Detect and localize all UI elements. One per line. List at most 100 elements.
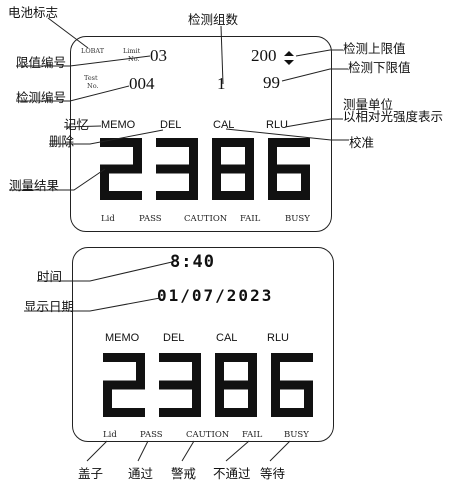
segment-g	[100, 164, 142, 174]
digit-2	[100, 138, 142, 200]
segment-b	[248, 353, 257, 385]
test-no-value: 004	[129, 74, 155, 93]
segment-a	[268, 138, 310, 147]
digit-2	[103, 353, 145, 417]
segment-e	[268, 169, 277, 200]
callout-lower-limit: 检测下限值	[348, 60, 411, 75]
callout-unit-line2: 以相对光强度表示	[343, 109, 444, 124]
callout-battery: 电池标志	[8, 5, 59, 20]
callout-fail: 不通过	[213, 466, 251, 481]
mode-cal-2: CAL	[216, 332, 238, 344]
lcd-display-secondary	[72, 247, 334, 442]
segment-b	[192, 353, 201, 385]
segment-a	[156, 138, 198, 147]
segment-a	[212, 138, 254, 147]
digit-8	[212, 138, 254, 200]
mode-memo-2: MEMO	[105, 332, 140, 344]
digit-3	[159, 353, 201, 417]
leader-busy	[269, 440, 291, 462]
callout-memory: 记忆	[64, 117, 90, 132]
mode-memo: MEMO	[101, 119, 136, 131]
callout-group-count: 检测组数	[188, 12, 239, 27]
callout-busy: 等待	[260, 466, 286, 481]
status-lid: Lid	[101, 214, 115, 224]
segment-d	[100, 191, 142, 200]
callout-limit-no: 限值编号	[16, 55, 67, 70]
status-pass-2: PASS	[140, 430, 163, 440]
mode-rlu: RLU	[266, 119, 289, 131]
segment-c	[304, 385, 313, 417]
segment-b	[189, 138, 198, 169]
segment-d	[159, 408, 201, 417]
segment-c	[245, 169, 254, 200]
digit-8	[215, 353, 257, 417]
callout-result: 测量结果	[9, 178, 60, 193]
callout-calibrate: 校准	[349, 135, 375, 150]
segment-e	[212, 169, 221, 200]
segment-d	[268, 191, 310, 200]
segment-g	[268, 164, 310, 174]
segment-d	[212, 191, 254, 200]
status-busy-2: BUSY	[284, 430, 309, 440]
segment-a	[103, 353, 145, 362]
lower-limit-value: 99	[263, 73, 280, 92]
segment-g	[159, 380, 201, 390]
group-count-value: 1	[217, 74, 226, 93]
lobat-indicator: LOBAT	[81, 47, 105, 55]
callout-delete: 删除	[49, 134, 75, 149]
segment-g	[215, 380, 257, 390]
leader-fail	[225, 440, 250, 462]
segment-c	[192, 385, 201, 417]
segment-e	[271, 385, 280, 417]
segment-f	[212, 138, 221, 169]
time-display: 8:40	[170, 252, 215, 272]
callout-date: 显示日期	[24, 299, 75, 314]
status-busy: BUSY	[285, 214, 310, 224]
leader-lid	[86, 440, 108, 462]
date-display: 01/07/2023	[157, 286, 274, 305]
segment-b	[133, 138, 142, 169]
limit-no-value: 03	[150, 46, 167, 65]
segment-e	[215, 385, 224, 417]
segment-a	[271, 353, 313, 362]
segment-c	[189, 169, 198, 200]
mode-rlu-2: RLU	[267, 332, 290, 344]
callout-lid: 盖子	[78, 466, 104, 481]
segment-d	[271, 408, 313, 417]
segment-d	[156, 191, 198, 200]
limit-no-label-line2: No.	[128, 55, 140, 63]
callout-unit-line1: 测量单位	[343, 97, 394, 112]
digit-6	[268, 138, 310, 200]
segment-a	[215, 353, 257, 362]
mode-cal: CAL	[213, 119, 235, 131]
test-no-label-line2: No.	[87, 82, 99, 90]
callout-caution: 警戒	[171, 466, 197, 481]
status-fail-2: FAIL	[242, 430, 263, 440]
callout-time: 时间	[37, 269, 63, 284]
mode-del-2: DEL	[163, 332, 185, 344]
segment-d	[215, 408, 257, 417]
segment-e	[103, 385, 112, 417]
leader-caution	[181, 440, 195, 462]
limit-no-label-line1: Limit	[123, 47, 141, 55]
segment-g	[103, 380, 145, 390]
measurement-reading-digits	[100, 138, 310, 200]
segment-g	[271, 380, 313, 390]
mode-del: DEL	[160, 119, 182, 131]
upper-limit-value: 200	[251, 46, 277, 65]
up-down-arrows-icon	[283, 50, 295, 69]
callout-upper-limit: 检测上限值	[343, 41, 406, 56]
segment-g	[212, 164, 254, 174]
segment-f	[215, 353, 224, 385]
segment-d	[103, 408, 145, 417]
segment-f	[268, 138, 277, 169]
segment-b	[245, 138, 254, 169]
limit-no-label: Limit No.	[123, 47, 140, 63]
segment-g	[156, 164, 198, 174]
callout-test-no: 检测编号	[16, 90, 67, 105]
status-pass: PASS	[139, 214, 162, 224]
digit-6	[271, 353, 313, 417]
measurement-reading-digits-2	[103, 353, 313, 417]
digit-3	[156, 138, 198, 200]
segment-c	[248, 385, 257, 417]
